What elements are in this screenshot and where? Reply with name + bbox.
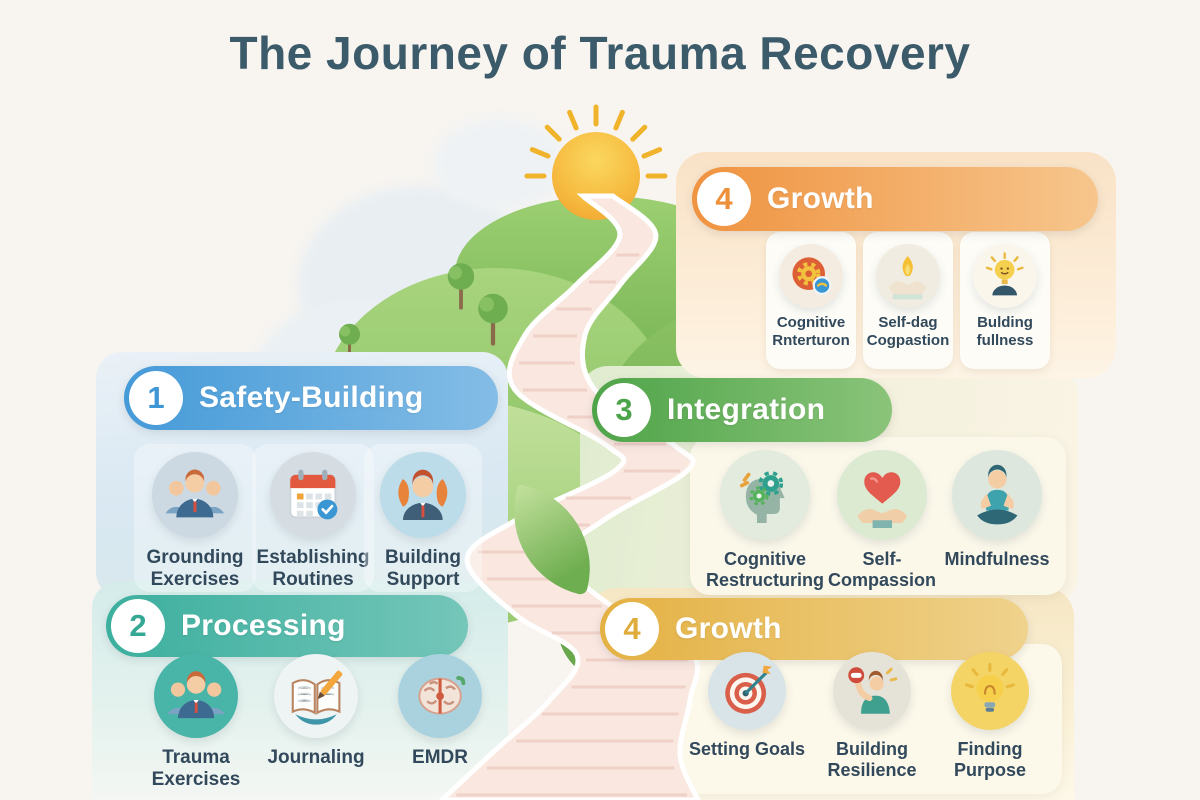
list-item: Finding Purpose <box>928 652 1052 781</box>
tree-icon <box>444 258 478 312</box>
head-gears-icon <box>720 450 810 540</box>
stage-banner-growth-top: 4 Growth <box>692 167 1098 231</box>
list-item: Self-Compassion <box>822 450 942 591</box>
item-label: Building Resilience <box>827 739 917 781</box>
stage-banner-processing: 2 Processing <box>106 595 468 657</box>
stage-number-badge: 3 <box>597 383 651 437</box>
list-item: Mindfulness <box>937 450 1057 570</box>
stage-number-badge: 4 <box>605 602 659 656</box>
page-title: The Journey of Trauma Recovery <box>229 27 971 79</box>
flame-hands-icon <box>876 244 940 308</box>
journal-book-icon <box>274 654 358 738</box>
people-group-icon <box>154 654 238 738</box>
item-label: Self-Compassion <box>827 549 937 591</box>
list-item: Grounding Exercises <box>134 444 256 592</box>
stage-title: Growth <box>767 182 874 215</box>
stage-number-badge: 1 <box>129 371 183 425</box>
stage-banner-safety: 1 Safety-Building <box>124 366 498 430</box>
calendar-icon <box>270 452 356 538</box>
list-item: Cognitive Restructuring <box>705 450 825 591</box>
list-item: Building Resilience <box>810 652 934 781</box>
item-label: Mindfulness <box>944 549 1050 569</box>
stage-number-badge: 2 <box>111 599 165 653</box>
item-label: Trauma Exercises <box>151 747 241 791</box>
list-item: EMDR <box>376 654 504 769</box>
stage-title: Growth <box>675 612 782 645</box>
item-label: Establishing Routines <box>256 547 370 591</box>
list-item: Bulding fullness <box>960 244 1050 349</box>
stage-banner-integration: 3 Integration <box>592 378 892 442</box>
list-item: Building Support <box>364 444 482 592</box>
tree-icon <box>474 288 512 348</box>
people-group-icon <box>152 452 238 538</box>
item-label: EMDR <box>412 747 468 768</box>
list-item: Establishing Routines <box>252 444 374 592</box>
lightbulb-icon <box>951 652 1029 730</box>
item-label: Self-dag Cogpastion <box>866 314 950 349</box>
item-label: Cognitive Rnterturon <box>772 314 850 349</box>
heart-hands-icon <box>837 450 927 540</box>
item-label: Cognitive Restructuring <box>705 549 824 591</box>
meditation-icon <box>952 450 1042 540</box>
brain-icon <box>398 654 482 738</box>
bulb-person-icon <box>973 244 1037 308</box>
stage-title: Safety-Building <box>199 381 424 414</box>
stage-number-badge: 4 <box>697 172 751 226</box>
stage-title: Integration <box>667 393 826 426</box>
item-label: Setting Goals <box>688 739 805 759</box>
raised-arm-icon <box>833 652 911 730</box>
list-item: Setting Goals <box>684 652 810 760</box>
target-icon <box>708 652 786 730</box>
item-label: Grounding Exercises <box>146 547 244 591</box>
sun-rays-icon <box>524 104 668 179</box>
item-label: Building Support <box>385 547 461 591</box>
support-person-icon <box>380 452 466 538</box>
stage-banner-growth-bottom: 4 Growth <box>600 598 1028 660</box>
stage-title: Processing <box>181 609 346 642</box>
list-item: Trauma Exercises <box>132 654 260 792</box>
list-item: Self-dag Cogpastion <box>863 244 953 349</box>
item-label: Journaling <box>267 747 365 768</box>
gear-badge-icon <box>779 244 843 308</box>
item-label: Bulding fullness <box>976 314 1034 349</box>
list-item: Journaling <box>252 654 380 769</box>
list-item: Cognitive Rnterturon <box>766 244 856 349</box>
item-label: Finding Purpose <box>953 739 1027 781</box>
